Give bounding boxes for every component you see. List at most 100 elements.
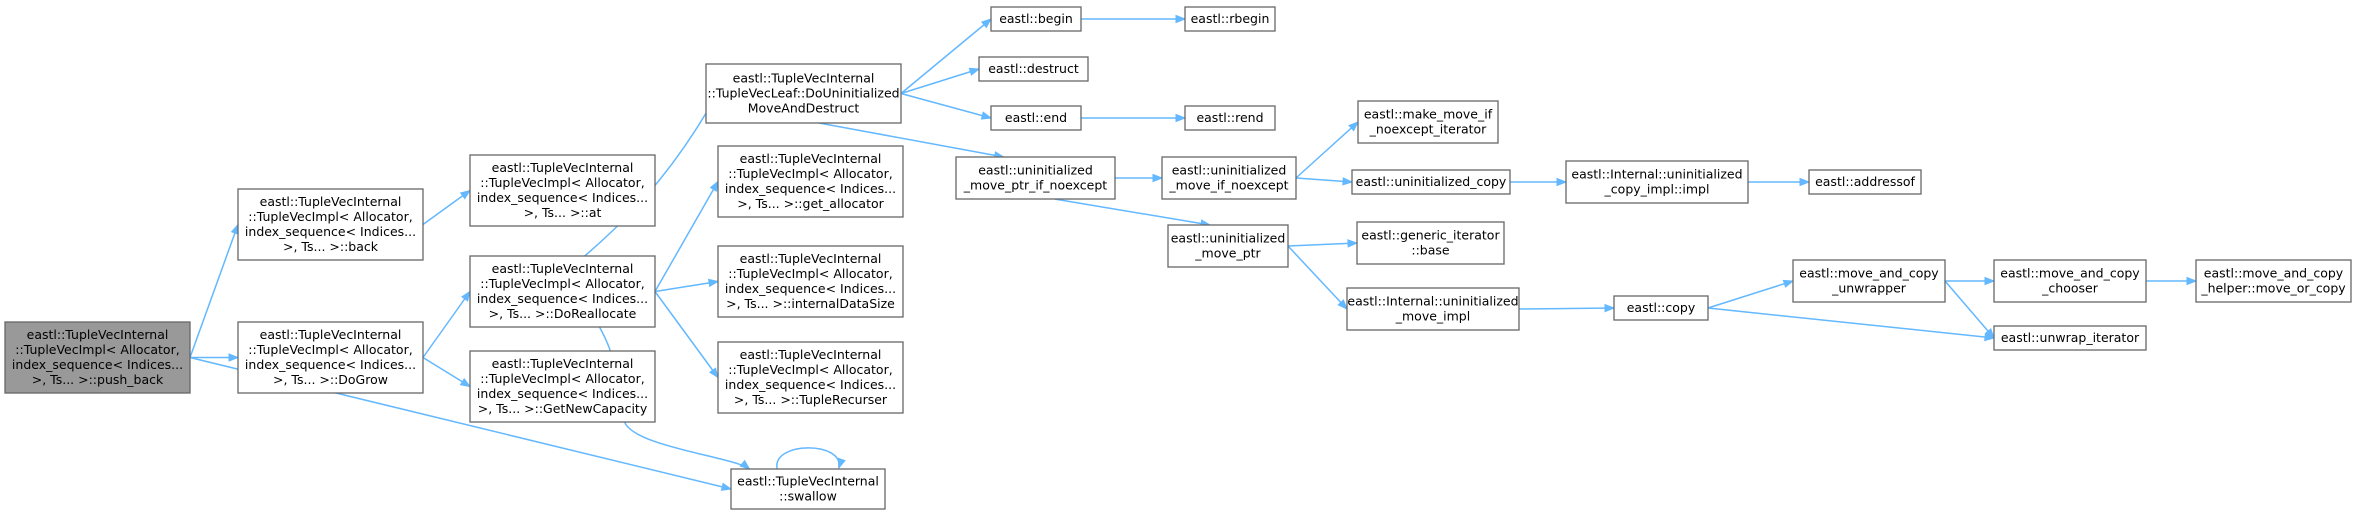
node-box bbox=[469, 154, 656, 227]
node-copy[interactable]: eastl::copy bbox=[1613, 295, 1709, 321]
node-internalDataSize[interactable]: eastl::TupleVecInternal::TupleVecImpl< A… bbox=[717, 245, 904, 318]
node-box bbox=[1993, 325, 2147, 351]
node-label-line: eastl::uninitialized bbox=[1171, 231, 1286, 246]
edge-push_back-to-back bbox=[189, 223, 239, 358]
node-box bbox=[1357, 100, 1499, 144]
node-box bbox=[730, 468, 886, 510]
node-destruct[interactable]: eastl::destruct bbox=[978, 56, 1089, 82]
node-label-line: eastl::TupleVecInternal bbox=[27, 327, 169, 342]
node-label-line: _move_ptr bbox=[1194, 246, 1261, 261]
node-label-line: eastl::rend bbox=[1196, 110, 1263, 125]
node-box bbox=[1356, 221, 1505, 265]
edge-ump-to-iumi bbox=[1287, 245, 1348, 311]
node-label-line: eastl::TupleVecInternal bbox=[492, 261, 634, 276]
node-label-line: _unwrapper bbox=[1831, 281, 1907, 296]
node-label-line: eastl::copy bbox=[1627, 300, 1696, 315]
node-label-line: ::TupleVecImpl< Allocator, bbox=[248, 342, 412, 357]
edge-umpine-to-umine bbox=[1115, 173, 1164, 183]
node-label-line: ::TupleVecLeaf::DoUninitialized bbox=[707, 86, 899, 101]
node-label-line: >, Ts... >::push_back bbox=[32, 372, 164, 387]
edge-ump-to-gibase bbox=[1287, 239, 1359, 248]
node-label-line: _chooser bbox=[2041, 281, 2099, 296]
node-label-line: eastl::move_and_copy bbox=[2204, 266, 2344, 281]
node-rend[interactable]: eastl::rend bbox=[1184, 105, 1276, 131]
edge-macc-to-machmoc bbox=[2146, 276, 2198, 286]
node-umine[interactable]: eastl::uninitialized_move_if_noexcept bbox=[1161, 156, 1297, 200]
node-label-line: index_sequence< Indices... bbox=[477, 291, 648, 306]
node-label-line: eastl::end bbox=[1005, 110, 1067, 125]
node-label-line: eastl::uninitialized bbox=[1172, 163, 1287, 178]
node-label-line: ::base bbox=[1411, 243, 1450, 258]
node-DoUninit[interactable]: eastl::TupleVecInternal::TupleVecLeaf::D… bbox=[705, 63, 902, 124]
node-label-line: MoveAndDestruct bbox=[748, 101, 860, 116]
edge-umine-to-mmine bbox=[1295, 121, 1360, 179]
node-box bbox=[1565, 160, 1749, 204]
node-label-line: eastl::TupleVecInternal bbox=[737, 474, 879, 489]
edge-umine-to-ucopy bbox=[1295, 177, 1354, 186]
node-label-line: >, Ts... >::internalDataSize bbox=[726, 296, 895, 311]
node-box bbox=[1184, 105, 1276, 131]
node-addressof[interactable]: eastl::addressof bbox=[1808, 169, 1922, 195]
node-label-line: >, Ts... >::TupleRecurser bbox=[734, 392, 888, 407]
node-label-line: ::swallow bbox=[779, 489, 837, 504]
node-unwrap[interactable]: eastl::unwrap_iterator bbox=[1993, 325, 2147, 351]
node-label-line: eastl::TupleVecInternal bbox=[492, 356, 634, 371]
node-box bbox=[469, 255, 656, 328]
node-iumi[interactable]: eastl::Internal::uninitialized_move_impl bbox=[1346, 287, 1520, 331]
node-mmine[interactable]: eastl::make_move_if_noexcept_iterator bbox=[1357, 100, 1499, 144]
node-label-line: eastl::addressof bbox=[1815, 174, 1915, 189]
edge-DoReallocate-to-internalDataSize bbox=[654, 278, 720, 293]
node-umpine[interactable]: eastl::uninitialized_move_ptr_if_noexcep… bbox=[955, 156, 1116, 200]
node-DoReallocate[interactable]: eastl::TupleVecInternal::TupleVecImpl< A… bbox=[469, 255, 656, 328]
node-back[interactable]: eastl::TupleVecInternal::TupleVecImpl< A… bbox=[237, 188, 424, 261]
node-box bbox=[1613, 295, 1709, 321]
node-label-line: index_sequence< Indices... bbox=[245, 224, 416, 239]
node-machmoc[interactable]: eastl::move_and_copy_helper::move_or_cop… bbox=[2195, 259, 2352, 303]
edge-DoUninit-to-begin bbox=[900, 18, 993, 95]
node-swallow[interactable]: eastl::TupleVecInternal::swallow bbox=[730, 468, 886, 510]
node-label-line: >, Ts... >::back bbox=[283, 239, 379, 254]
node-macc[interactable]: eastl::move_and_copy_chooser bbox=[1993, 259, 2147, 303]
node-box bbox=[1808, 169, 1922, 195]
node-TupleRecurser[interactable]: eastl::TupleVecInternal::TupleVecImpl< A… bbox=[717, 341, 904, 414]
node-box bbox=[717, 341, 904, 414]
node-label-line: index_sequence< Indices... bbox=[477, 190, 648, 205]
node-macu[interactable]: eastl::move_and_copy_unwrapper bbox=[1792, 259, 1946, 303]
node-label-line: index_sequence< Indices... bbox=[477, 386, 648, 401]
node-label-line: index_sequence< Indices... bbox=[12, 357, 183, 372]
edge-DoReallocate-to-TupleRecurser bbox=[654, 291, 719, 379]
node-label-line: ::TupleVecImpl< Allocator, bbox=[728, 362, 892, 377]
node-label-line: eastl::TupleVecInternal bbox=[740, 151, 882, 166]
edge-iucii-to-addressof bbox=[1748, 177, 1811, 187]
node-box bbox=[705, 63, 902, 124]
node-rbegin[interactable]: eastl::rbegin bbox=[1184, 6, 1276, 32]
node-box bbox=[237, 321, 424, 394]
node-label-line: eastl::TupleVecInternal bbox=[740, 347, 882, 362]
node-box bbox=[1184, 6, 1276, 32]
node-at[interactable]: eastl::TupleVecInternal::TupleVecImpl< A… bbox=[469, 154, 656, 227]
node-box bbox=[990, 6, 1082, 32]
node-gibase[interactable]: eastl::generic_iterator::base bbox=[1356, 221, 1505, 265]
node-label-line: index_sequence< Indices... bbox=[245, 357, 416, 372]
node-label-line: >, Ts... >::DoReallocate bbox=[489, 306, 637, 321]
node-label-line: eastl::move_and_copy bbox=[1799, 266, 1939, 281]
node-end[interactable]: eastl::end bbox=[990, 105, 1082, 131]
node-box bbox=[978, 56, 1089, 82]
node-ump[interactable]: eastl::uninitialized_move_ptr bbox=[1167, 224, 1289, 268]
node-get_allocator[interactable]: eastl::TupleVecInternal::TupleVecImpl< A… bbox=[717, 145, 904, 218]
node-begin[interactable]: eastl::begin bbox=[990, 6, 1082, 32]
edge-macu-to-macc bbox=[1945, 276, 1996, 286]
node-ucopy[interactable]: eastl::uninitialized_copy bbox=[1351, 169, 1511, 195]
node-label-line: eastl::Internal::uninitialized bbox=[1571, 167, 1742, 182]
node-label-line: index_sequence< Indices... bbox=[725, 181, 896, 196]
node-box bbox=[1167, 224, 1289, 268]
node-box bbox=[469, 350, 656, 423]
edge-end-to-rend bbox=[1081, 113, 1187, 123]
node-GetNewCapacity[interactable]: eastl::TupleVecInternal::TupleVecImpl< A… bbox=[469, 350, 656, 423]
node-push_back[interactable]: eastl::TupleVecInternal::TupleVecImpl< A… bbox=[4, 321, 191, 394]
node-label-line: eastl::begin bbox=[999, 11, 1073, 26]
node-label-line: _move_if_noexcept bbox=[1168, 178, 1288, 193]
node-label-line: _move_impl bbox=[1395, 309, 1470, 324]
node-iucii[interactable]: eastl::Internal::uninitialized_copy_impl… bbox=[1565, 160, 1749, 204]
node-DoGrow[interactable]: eastl::TupleVecInternal::TupleVecImpl< A… bbox=[237, 321, 424, 394]
